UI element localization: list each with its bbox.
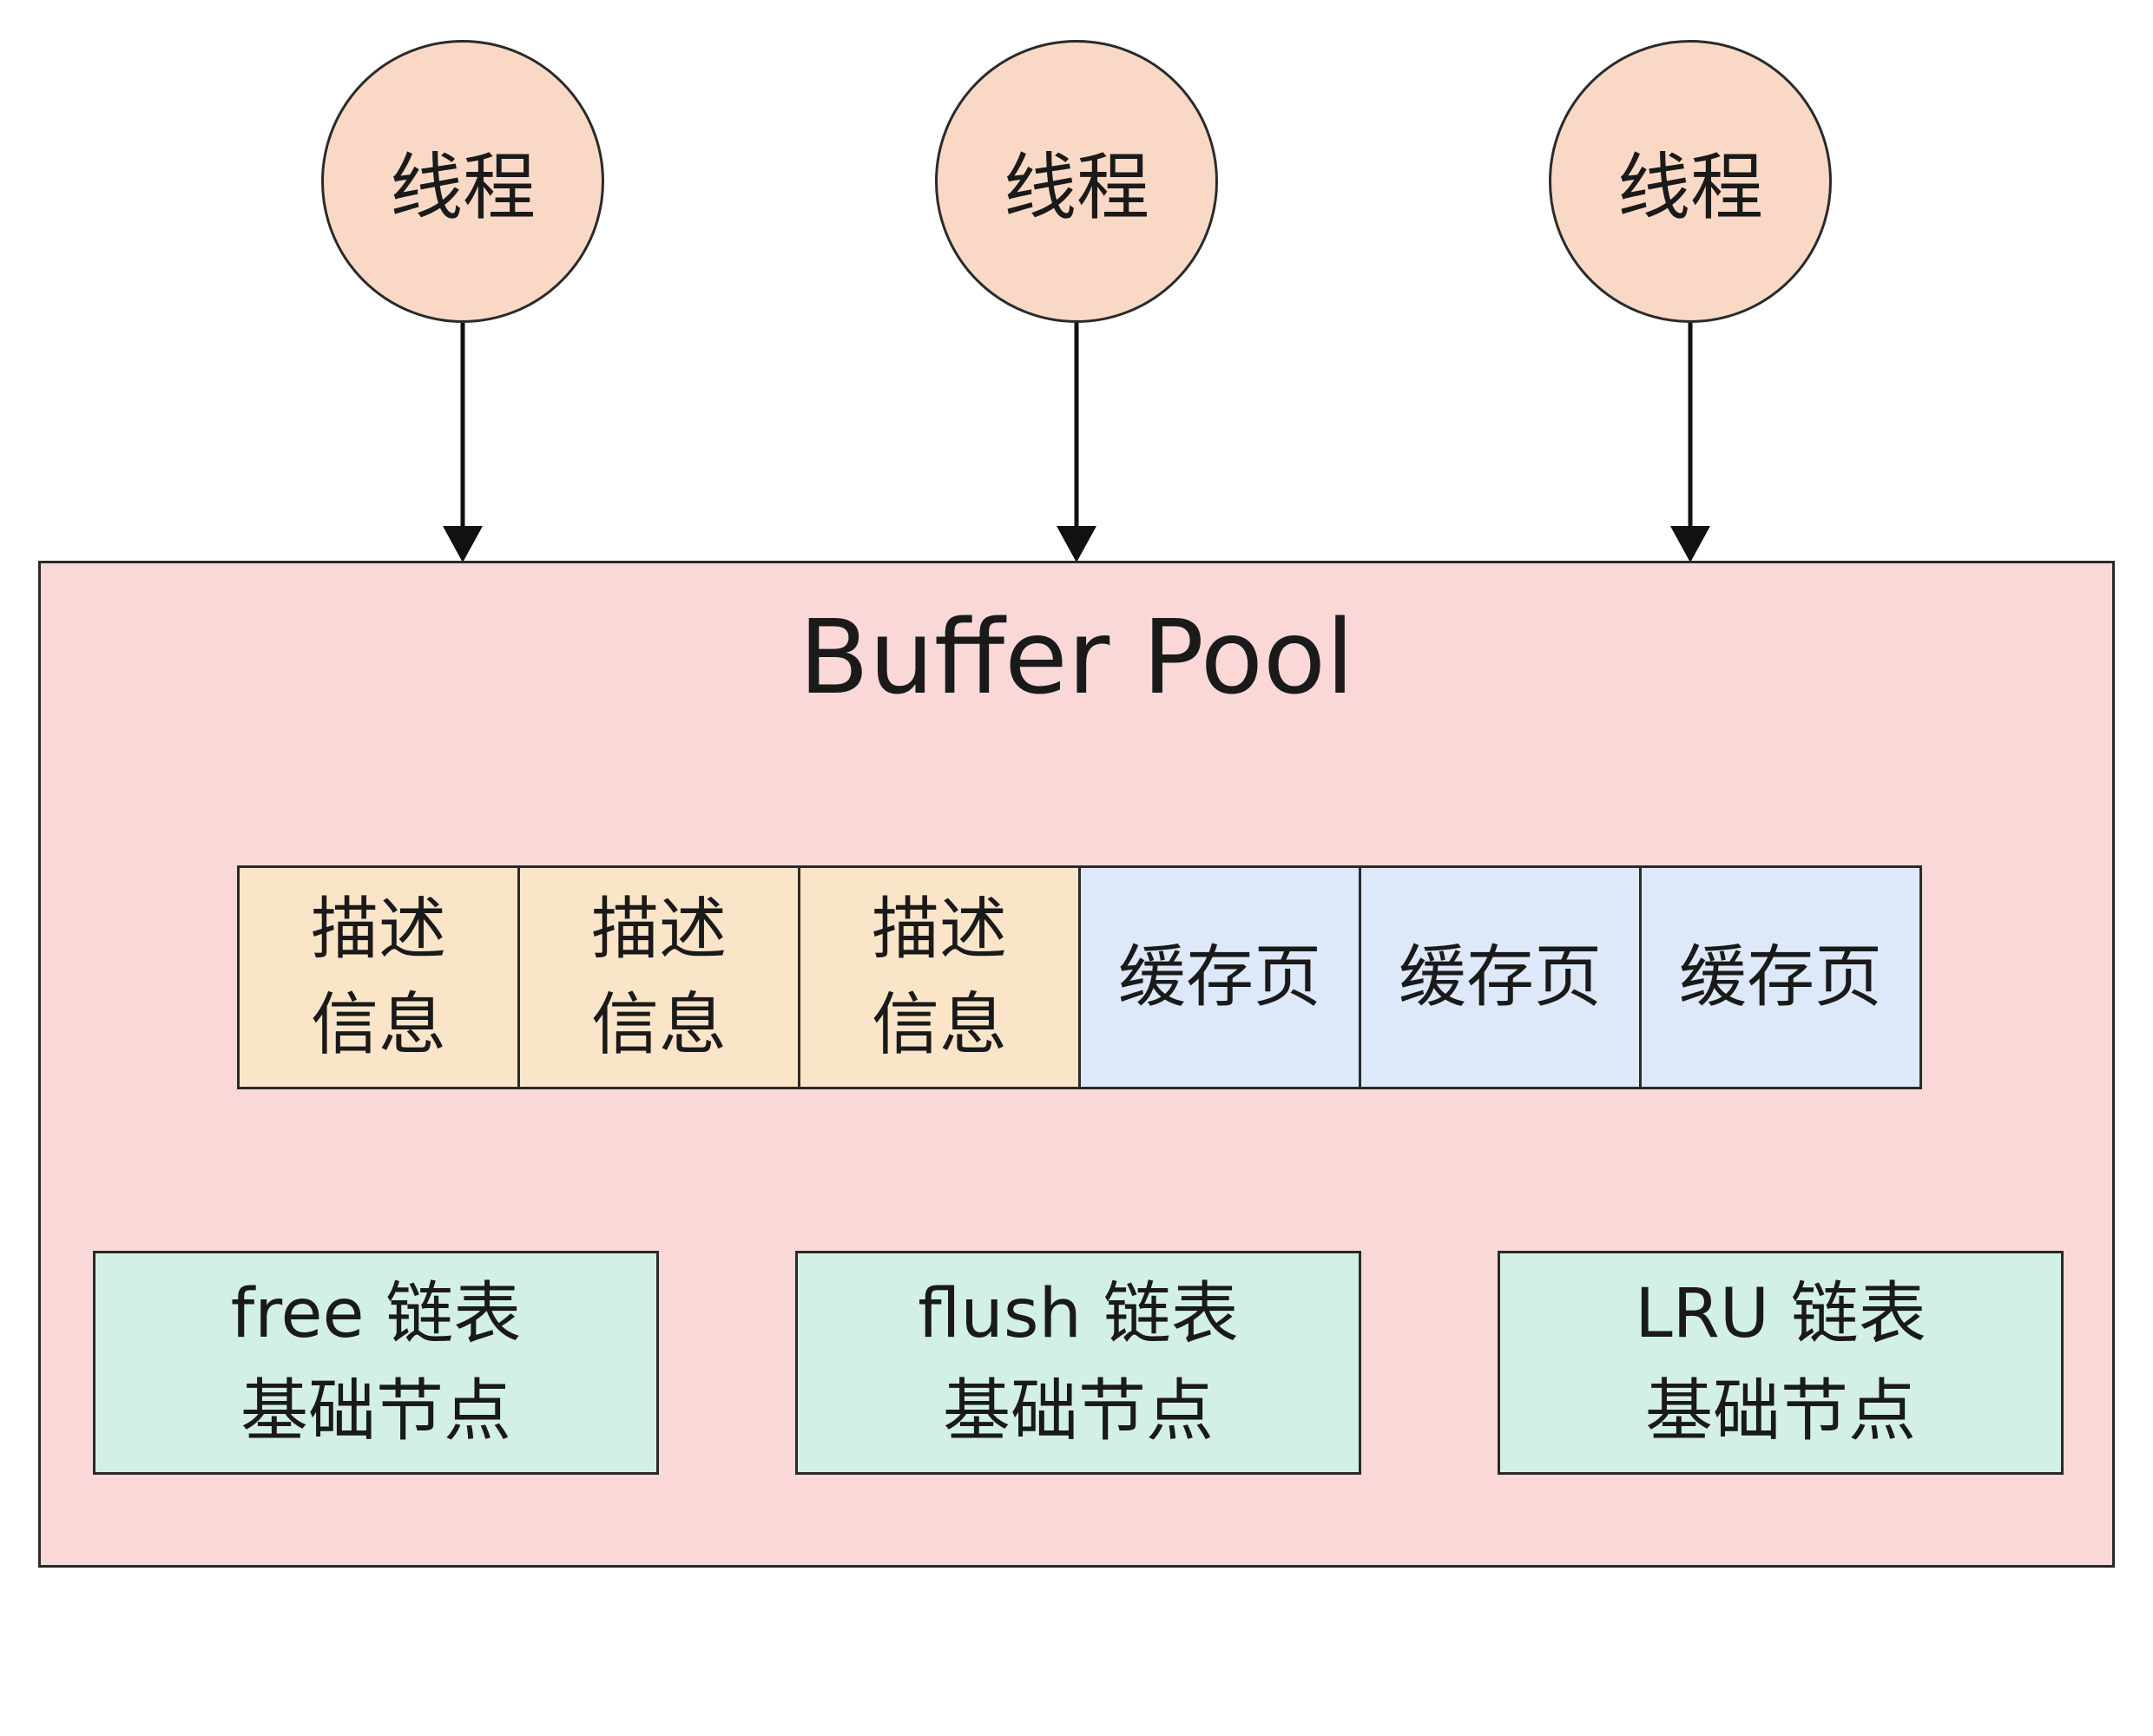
cell-line: 描述 (871, 891, 1007, 969)
cell-line: 信息 (871, 986, 1007, 1064)
cell-line: 描述 (590, 891, 727, 969)
arrowhead-thread-3 (1670, 526, 1710, 562)
arrowhead-thread-2 (1057, 526, 1096, 562)
description-info-cell: 描述 信息 (800, 868, 1081, 1087)
cache-page-cell: 缓存页 (1642, 868, 1919, 1087)
list-subtitle: 基础节点 (1644, 1372, 1916, 1450)
thread-label: 线程 (389, 144, 536, 230)
lru-list-base-node: LRU 链表 基础节点 (1498, 1251, 2064, 1475)
cache-page-cell: 缓存页 (1361, 868, 1642, 1087)
list-title: flush 链表 (918, 1275, 1239, 1353)
cell-line: 缓存页 (1117, 938, 1321, 1016)
list-title: LRU 链表 (1635, 1275, 1926, 1353)
cell-line: 信息 (310, 986, 446, 1064)
description-info-cell: 描述 信息 (240, 868, 520, 1087)
cell-line: 缓存页 (1678, 938, 1882, 1016)
thread-node-2: 线程 (935, 40, 1218, 323)
cell-line: 缓存页 (1398, 938, 1602, 1016)
list-subtitle: 基础节点 (240, 1372, 511, 1450)
flush-list-base-node: flush 链表 基础节点 (795, 1251, 1361, 1475)
cell-line: 信息 (590, 986, 727, 1064)
buffer-pool-cells: 描述 信息 描述 信息 描述 信息 缓存页 缓存页 缓存页 (237, 865, 1922, 1089)
arrowhead-thread-1 (443, 526, 483, 562)
cell-line: 描述 (310, 891, 446, 969)
buffer-pool: Buffer Pool 描述 信息 描述 信息 描述 信息 缓存页 缓存页 缓存… (38, 561, 2115, 1568)
list-subtitle: 基础节点 (942, 1372, 1214, 1450)
thread-node-3: 线程 (1549, 40, 1832, 323)
description-info-cell: 描述 信息 (520, 868, 800, 1087)
free-list-base-node: free 链表 基础节点 (93, 1251, 659, 1475)
thread-label: 线程 (1003, 144, 1149, 230)
list-title: free 链表 (230, 1275, 522, 1353)
cache-page-cell: 缓存页 (1081, 868, 1361, 1087)
buffer-pool-title: Buffer Pool (799, 597, 1354, 717)
thread-node-1: 线程 (321, 40, 604, 323)
thread-label: 线程 (1616, 144, 1763, 230)
